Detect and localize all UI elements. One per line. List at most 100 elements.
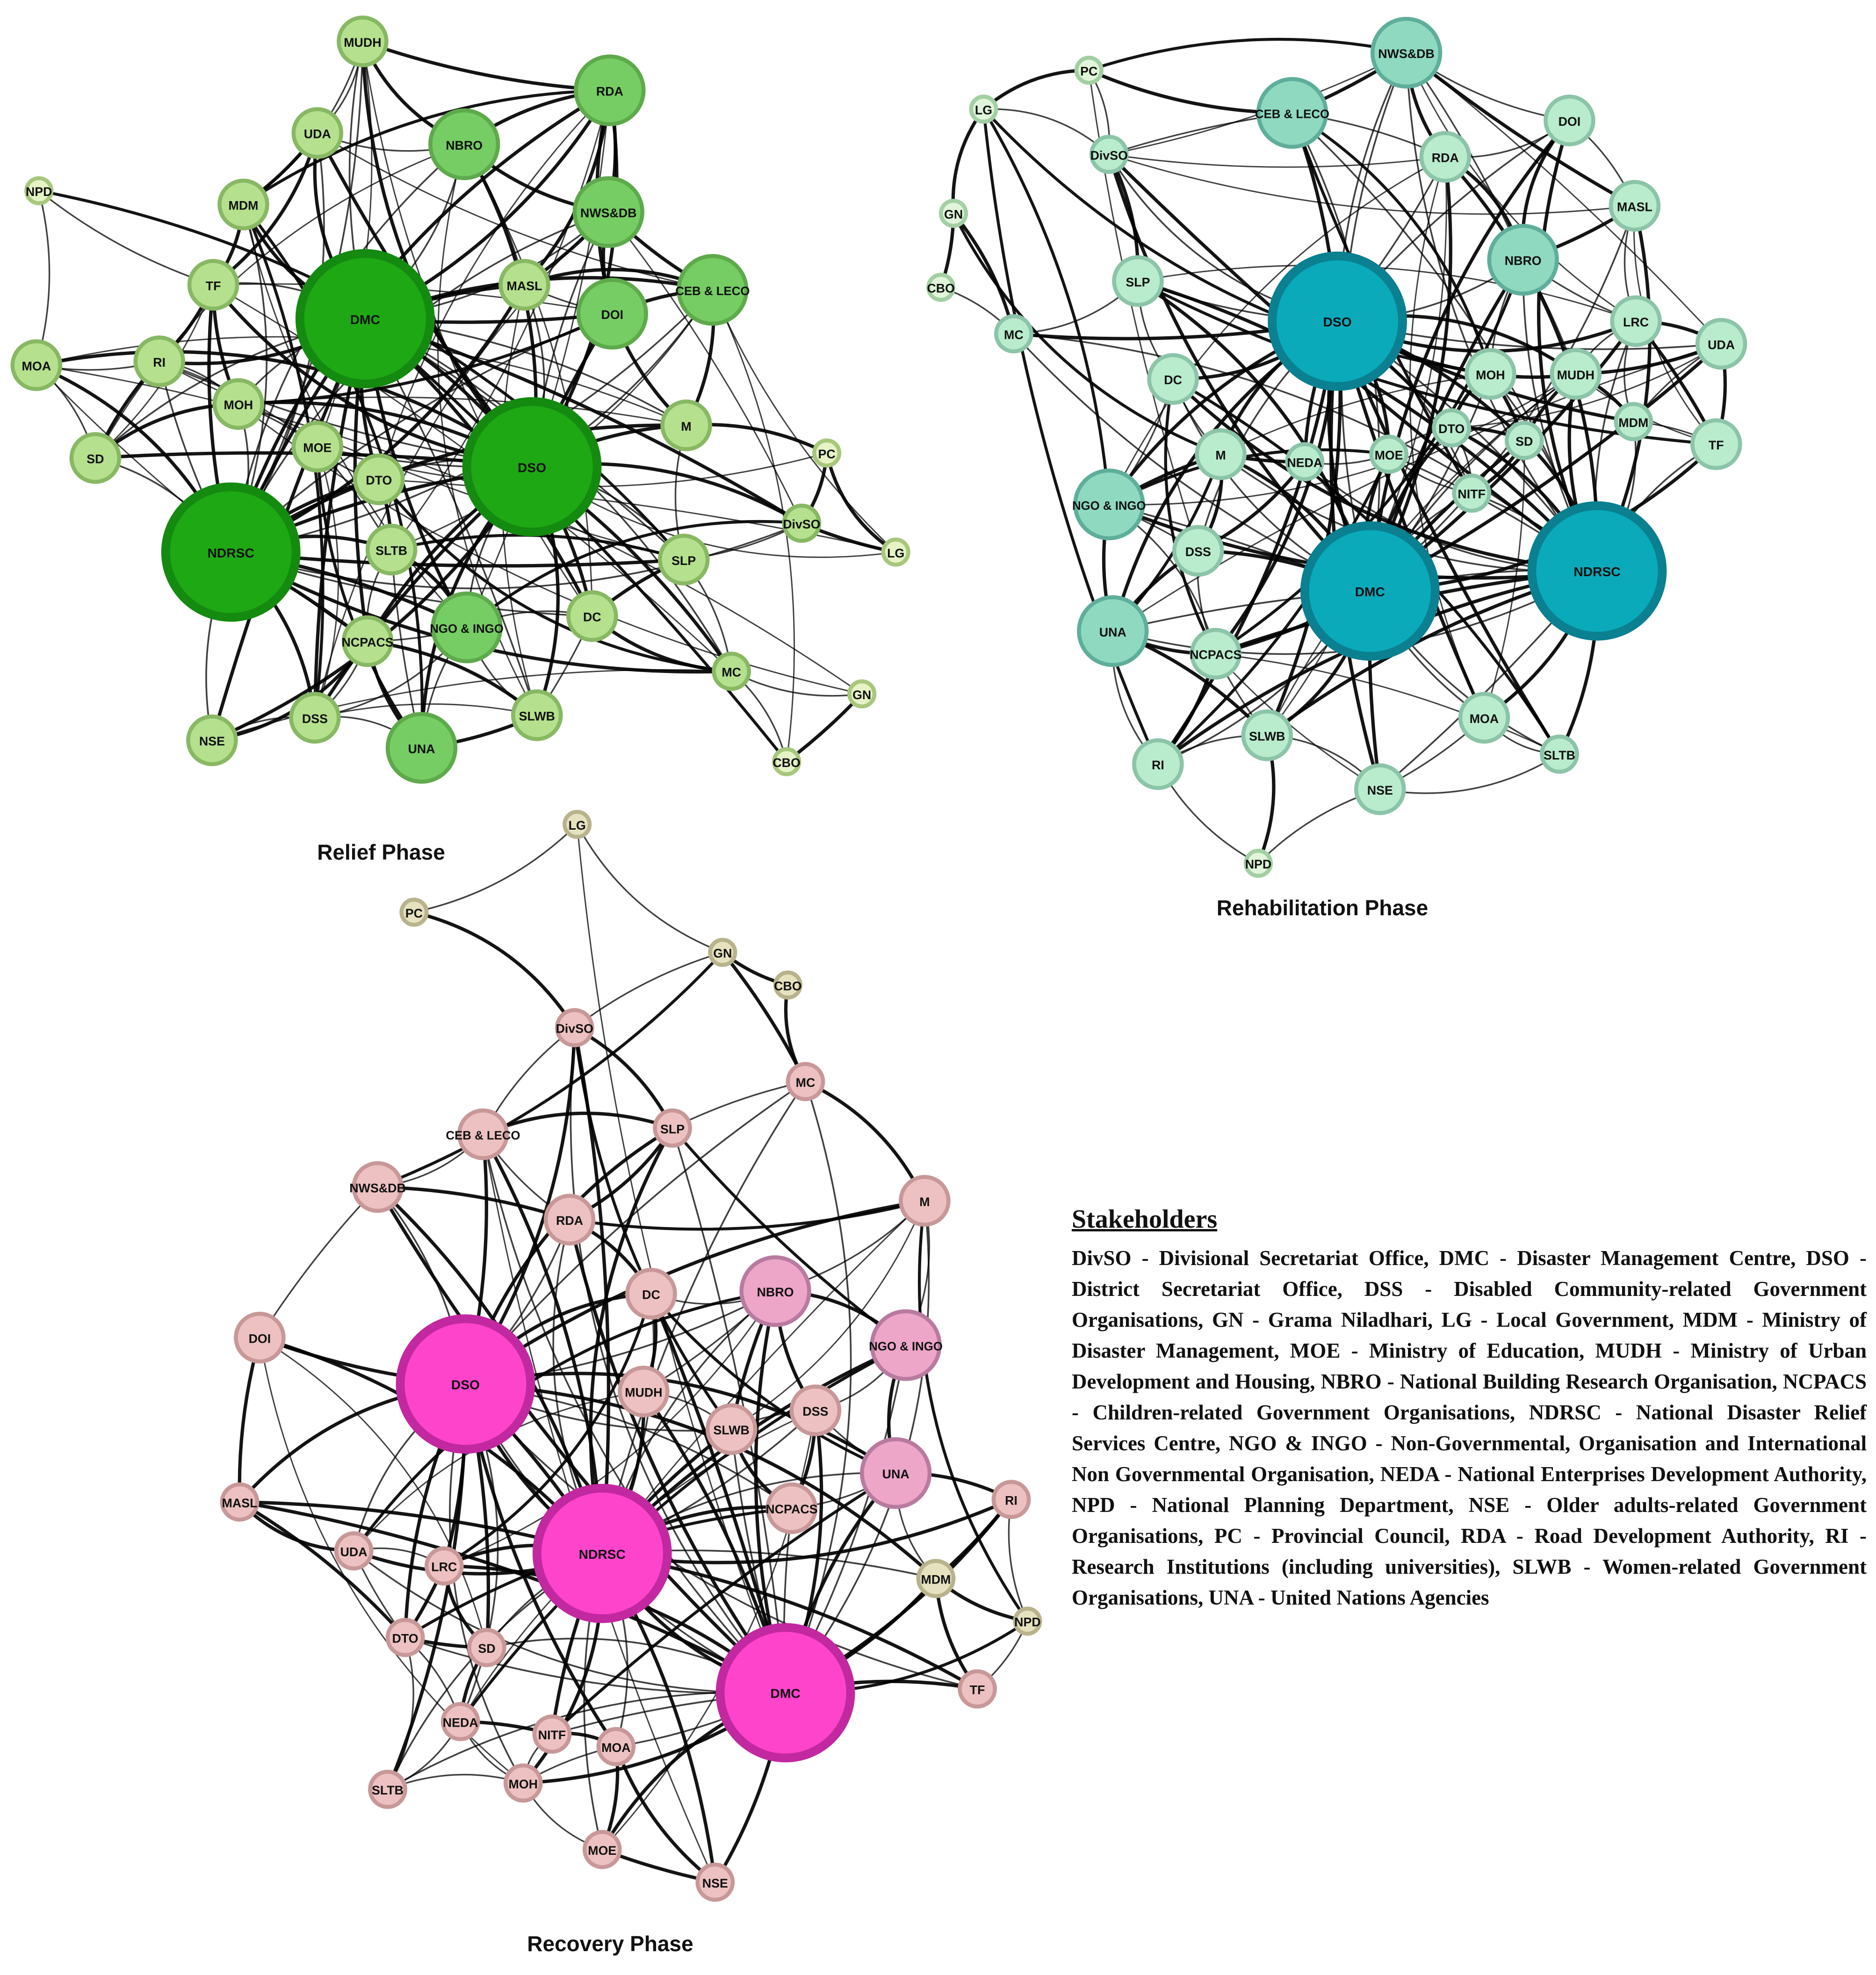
recovery-node-circle-nws-db xyxy=(352,1161,404,1213)
rehabilitation-node-label-mc: MC xyxy=(1004,328,1024,342)
rehabilitation-node-circle-masl xyxy=(1609,180,1661,232)
relief-node-label-npd: NPD xyxy=(26,185,52,199)
rehabilitation-node-moa: MOA xyxy=(1458,692,1510,744)
edge-nws-db-divso xyxy=(608,211,802,524)
rehabilitation-node-circle-pc xyxy=(1074,56,1104,85)
relief-node-label-ncpacs: NCPACS xyxy=(342,635,394,649)
edge-uda-nws-db xyxy=(1406,52,1722,345)
edge-una-dc xyxy=(650,1293,896,1475)
rehabilitation-node-circle-ngo-ingo xyxy=(1073,468,1145,541)
rehabilitation-node-circle-sd xyxy=(1504,420,1544,460)
relief-node-circle-rda xyxy=(574,54,646,126)
recovery-node-ndrsc: NDRSC xyxy=(532,1483,672,1623)
edge-sltb-nse xyxy=(1380,753,1560,794)
recovery-node-circle-doi xyxy=(234,1311,286,1364)
edge-pc-lg xyxy=(825,452,897,554)
recovery-node-label-npd: NPD xyxy=(1014,1615,1041,1629)
recovery-node-label-mc: MC xyxy=(796,1076,815,1090)
rehabilitation-node-label-nws-db: NWS&DB xyxy=(1378,47,1435,61)
edge-dmc-divso xyxy=(570,1027,786,1693)
edge-ndrsc-slp xyxy=(1137,279,1599,572)
recovery-node-ncpacs: NCPACS xyxy=(765,1482,818,1534)
rehabilitation-node-circle-ceb-leco xyxy=(1256,77,1328,149)
relief-node-circle-m xyxy=(660,399,712,451)
relief-node-tf: TF xyxy=(187,259,239,311)
recovery-node-rda: RDA xyxy=(543,1194,596,1246)
relief-node-ceb-leco: CEB & LECO xyxy=(675,254,750,326)
recovery-node-circle-dmc xyxy=(715,1623,855,1763)
edge-sltb-moh xyxy=(387,1773,524,1790)
recovery-node-mc: MC xyxy=(786,1062,825,1101)
relief-node-circle-ngo-ingo xyxy=(431,591,503,664)
edge-divso-gn xyxy=(574,951,723,1028)
rehabilitation-node-lrc: LRC xyxy=(1610,295,1662,347)
recovery-node-circle-ncpacs xyxy=(765,1482,818,1534)
relief-node-nse: NSE xyxy=(186,714,238,767)
edge-npd-moa xyxy=(36,190,51,366)
recovery-node-circle-tf xyxy=(958,1669,997,1709)
rehabilitation-node-circle-una xyxy=(1077,595,1149,667)
relief-node-label-ngo-ingo: NGO & INGO xyxy=(430,622,504,636)
edge-pc-divso xyxy=(413,910,576,1029)
rehabilitation-node-sd: SD xyxy=(1504,420,1544,460)
rehabilitation-node-circle-moh xyxy=(1465,348,1516,400)
recovery-node-gn: GN xyxy=(708,938,737,967)
recovery-node-circle-dss xyxy=(789,1384,842,1436)
edge-dmc-cbo xyxy=(364,318,788,763)
rehabilitation-node-una: UNA xyxy=(1077,595,1149,667)
relief-node-label-nbro: NBRO xyxy=(446,138,483,152)
relief-node-label-ndrsc: NDRSC xyxy=(208,545,254,560)
rehabilitation-node-nbro: NBRO xyxy=(1487,224,1559,296)
edge-ncpacs-sltb xyxy=(1215,653,1560,755)
rehabilitation-phase-title: Rehabilitation Phase xyxy=(1217,896,1428,920)
relief-node-label-slp: SLP xyxy=(671,554,696,568)
rehabilitation-node-npd: NPD xyxy=(1243,848,1273,878)
rehabilitation-node-circle-moa xyxy=(1458,692,1510,744)
relief-node-circle-pc xyxy=(812,438,842,468)
recovery-node-circle-masl xyxy=(220,1482,260,1522)
relief-node-label-masl: MASL xyxy=(507,279,542,293)
relief-node-label-una: UNA xyxy=(408,742,435,756)
rehabilitation-node-label-cbo: CBO xyxy=(927,282,955,296)
relief-node-label-dc: DC xyxy=(583,610,601,624)
edge-nws-db-rda xyxy=(377,1185,570,1222)
edge-ceb-leco-cbo xyxy=(712,289,795,762)
rehabilitation-node-circle-lrc xyxy=(1610,295,1662,347)
rehabilitation-node-label-m: M xyxy=(1215,449,1226,463)
relief-node-circle-moe xyxy=(291,420,344,473)
relief-node-label-moe: MOE xyxy=(303,441,332,455)
edge-mudh-rda xyxy=(362,40,610,92)
rehabilitation-node-label-lrc: LRC xyxy=(1623,315,1649,329)
recovery-node-label-gn: GN xyxy=(713,947,732,961)
relief-node-label-tf: TF xyxy=(206,279,221,293)
relief-node-dmc: DMC xyxy=(295,249,435,389)
relief-node-ngo-ingo: NGO & INGO xyxy=(430,591,504,664)
recovery-node-circle-moh xyxy=(503,1763,543,1803)
relief-node-divso: DivSO xyxy=(782,503,822,543)
rehabilitation-node-label-mdm: MDM xyxy=(1618,416,1648,430)
rehabilitation-node-label-ndrsc: NDRSC xyxy=(1573,564,1620,579)
recovery-node-circle-ndrsc xyxy=(532,1483,672,1623)
rehabilitation-node-masl: MASL xyxy=(1609,180,1661,232)
rehabilitation-node-circle-mc xyxy=(994,314,1033,354)
recovery-node-circle-neda xyxy=(440,1702,480,1741)
recovery-node-label-nws-db: NWS&DB xyxy=(349,1181,406,1195)
relief-node-ri: RI xyxy=(133,335,185,387)
relief-node-label-gn: GN xyxy=(852,688,871,702)
rehabilitation-node-circle-divso xyxy=(1089,135,1129,174)
relief-node-pc: PC xyxy=(812,438,842,468)
rehabilitation-node-label-dc: DC xyxy=(1164,373,1182,387)
relief-node-circle-lg xyxy=(881,537,910,567)
recovery-node-label-nse: NSE xyxy=(702,1876,728,1890)
rehabilitation-node-circle-uda xyxy=(1695,318,1747,370)
relief-node-label-uda: UDA xyxy=(304,127,331,141)
rehabilitation-node-circle-nse xyxy=(1354,763,1406,815)
edge-una-moe xyxy=(316,446,423,749)
recovery-node-m: M xyxy=(899,1175,951,1227)
relief-node-cbo: CBO xyxy=(772,747,801,776)
edge-ceb-leco-moh xyxy=(1291,111,1492,375)
relief-node-circle-nbro xyxy=(428,108,500,181)
recovery-node-dss: DSS xyxy=(789,1384,842,1436)
